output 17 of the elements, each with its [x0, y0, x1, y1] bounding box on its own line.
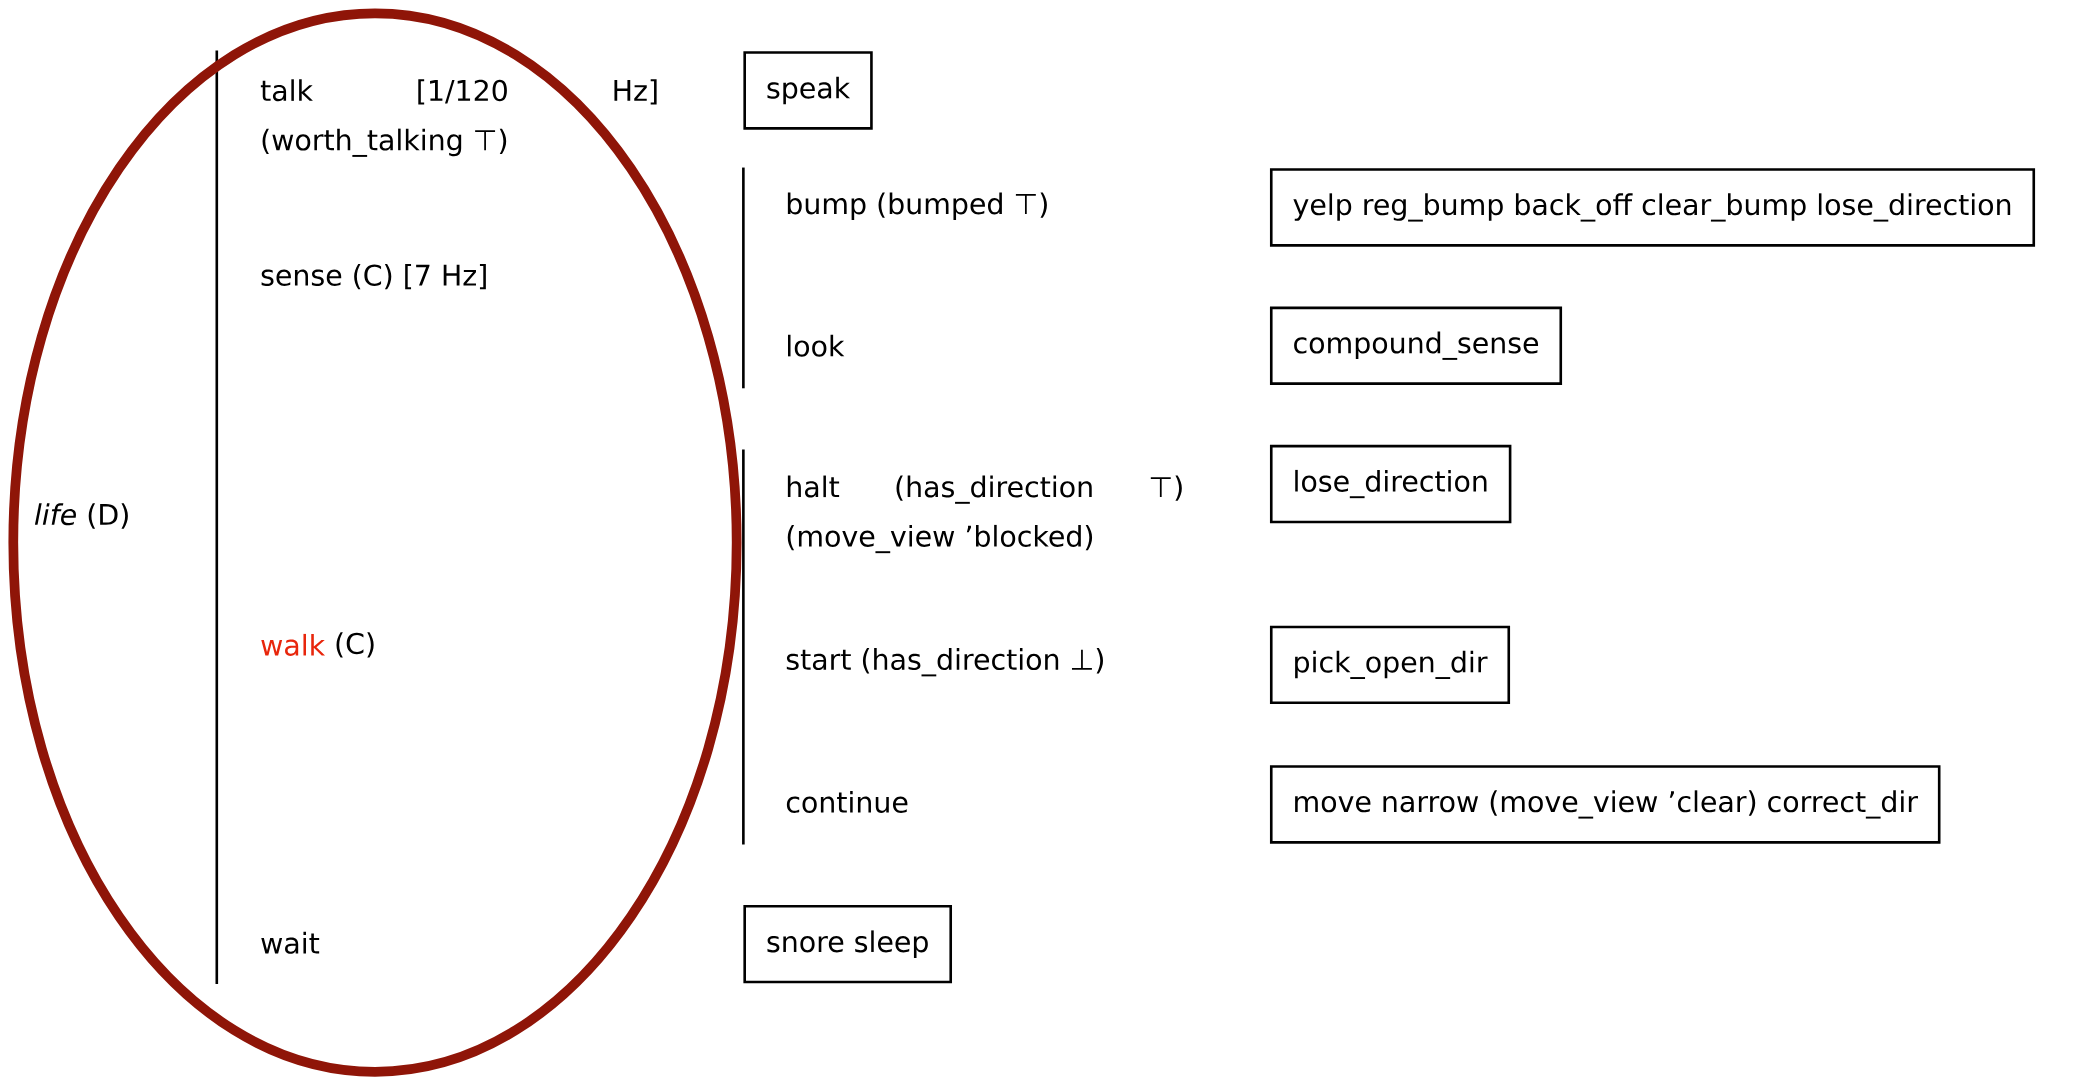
- behavior-label: start (has_direction ⊥): [786, 647, 1103, 677]
- behavior-label: look: [788, 334, 845, 357]
- action-box: speak: [743, 50, 873, 130]
- behavior-label: bump (bumped ⊤): [787, 192, 1047, 220]
- behavior-label: halt (has_direction ⊤) (move_view ’blocked): [787, 475, 1182, 553]
- behavior-label: wait: [261, 931, 320, 954]
- behavior-label: continue: [786, 790, 908, 813]
- behavior-label: walk: [261, 633, 325, 656]
- behavior-label: sense (C) [7 Hz]: [261, 263, 486, 290]
- action-box: yelp reg_bump back_off clear_bump lose_direction: [1269, 168, 2036, 247]
- action-box: compound_sense: [1269, 306, 1563, 385]
- action-box: snore sleep: [743, 904, 952, 984]
- action-box: lose_direction: [1269, 444, 1512, 524]
- action-box: move narrow (move_view ’clear) correct_dir: [1269, 765, 1941, 844]
- behavior-label: talk [1/120 Hz] (worth_talking ⊤): [260, 79, 657, 157]
- action-box: pick_open_dir: [1269, 625, 1511, 704]
- behavior-label: (C): [336, 632, 374, 658]
